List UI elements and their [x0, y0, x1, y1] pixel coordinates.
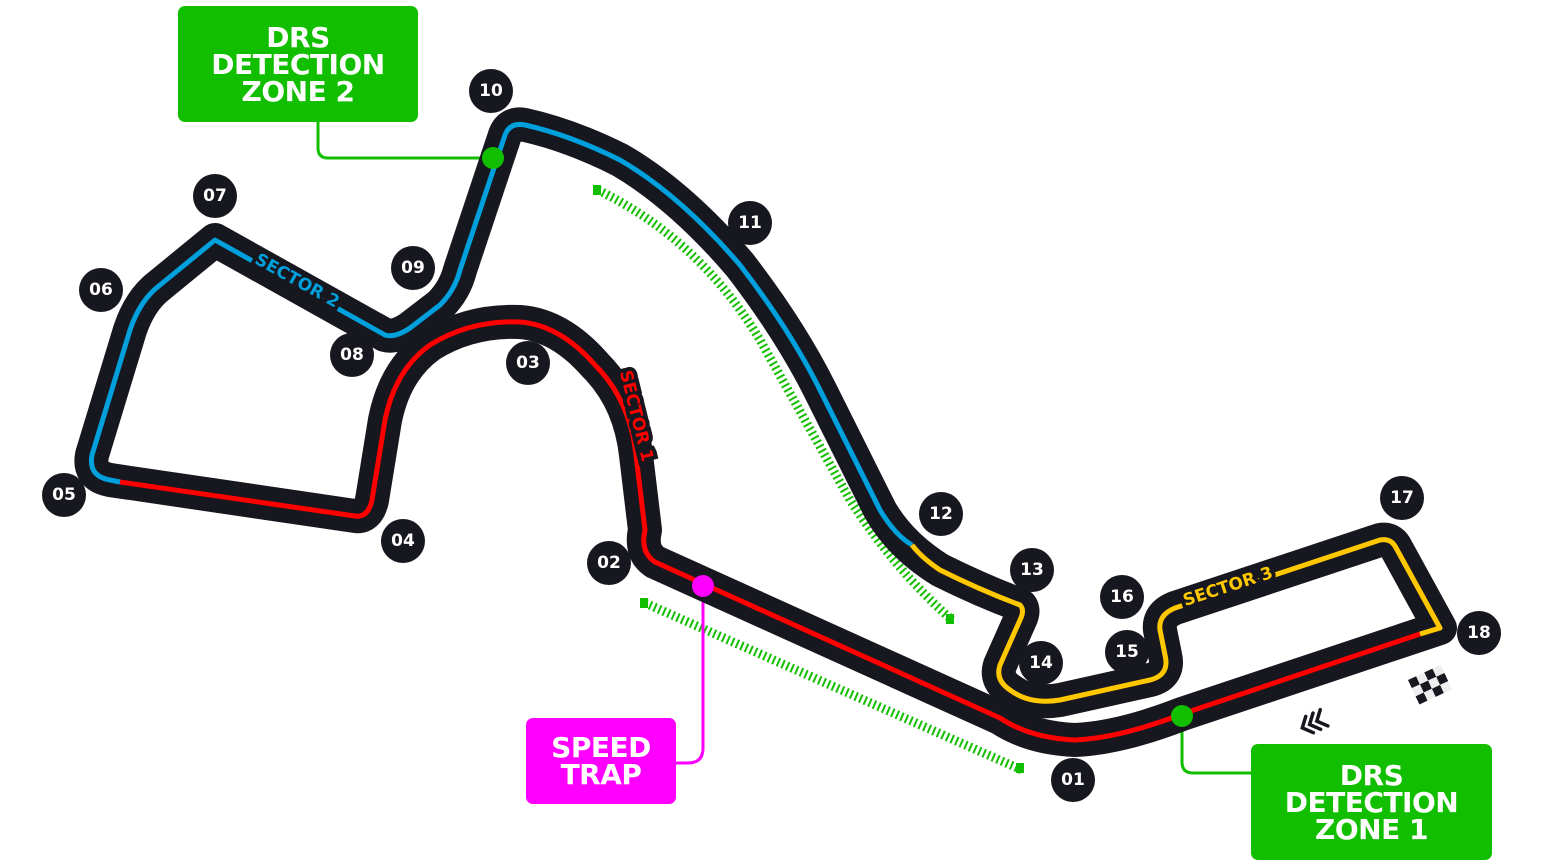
turn-number: 07: [203, 186, 227, 206]
turn-marker-02: 02: [587, 541, 631, 585]
turn-number: 18: [1467, 623, 1491, 643]
sector-2-line: [88, 122, 914, 548]
turn-marker-08: 08: [330, 333, 374, 377]
chevrons-left-icon: [1300, 707, 1330, 735]
turn-number: 16: [1110, 587, 1134, 607]
turn-marker-18: 18: [1457, 611, 1501, 655]
turn-marker-01: 01: [1051, 758, 1095, 802]
turn-marker-06: 06: [79, 268, 123, 312]
turn-number: 03: [516, 353, 540, 373]
turn-number: 12: [929, 504, 953, 524]
drs-zone-2-marker: [596, 185, 955, 624]
drs-zone-1-marker: [643, 598, 1024, 775]
turn-marker-12: 12: [919, 492, 963, 536]
speed-trap-callout: SPEED TRAP: [526, 718, 676, 804]
turn-number: 05: [52, 485, 76, 505]
sector-3-line: [910, 537, 1443, 704]
turn-marker-14: 14: [1019, 641, 1063, 685]
turn-marker-09: 09: [391, 246, 435, 290]
drs-detection-2-point: [482, 147, 504, 169]
turn-marker-15: 15: [1105, 630, 1149, 674]
turn-number: 06: [89, 280, 113, 300]
turn-marker-04: 04: [381, 519, 425, 563]
turn-marker-03: 03: [506, 341, 550, 385]
turn-marker-05: 05: [42, 473, 86, 517]
turn-marker-17: 17: [1380, 476, 1424, 520]
turn-number: 15: [1115, 642, 1139, 662]
turn-marker-16: 16: [1100, 575, 1144, 619]
turn-number: 08: [340, 345, 364, 365]
turn-number: 01: [1061, 770, 1085, 790]
drs-1-connector: [1180, 716, 1251, 775]
turn-number: 14: [1029, 653, 1053, 673]
turn-number: 10: [479, 81, 503, 101]
turn-number: 13: [1020, 560, 1044, 580]
turn-number: 04: [391, 531, 415, 551]
turn-marker-11: 11: [728, 201, 772, 245]
drs-detection-zone-1-callout: DRS DETECTION ZONE 1: [1251, 744, 1492, 860]
drs-2-connector: [316, 122, 493, 160]
speed-trap-point: [692, 575, 714, 597]
drs-detection-1-point: [1171, 705, 1193, 727]
turn-number: 11: [738, 213, 762, 233]
turn-number: 17: [1390, 488, 1414, 508]
turn-number: 02: [597, 553, 621, 573]
speed-trap-connector: [676, 586, 705, 765]
turn-marker-13: 13: [1010, 548, 1054, 592]
checkered-flag-icon: [1408, 664, 1453, 705]
drs-detection-zone-2-callout: DRS DETECTION ZONE 2: [178, 6, 418, 122]
turn-number: 09: [401, 258, 425, 278]
turn-marker-10: 10: [469, 69, 513, 113]
turn-marker-07: 07: [193, 174, 237, 218]
sector-1-line: [119, 319, 1421, 743]
